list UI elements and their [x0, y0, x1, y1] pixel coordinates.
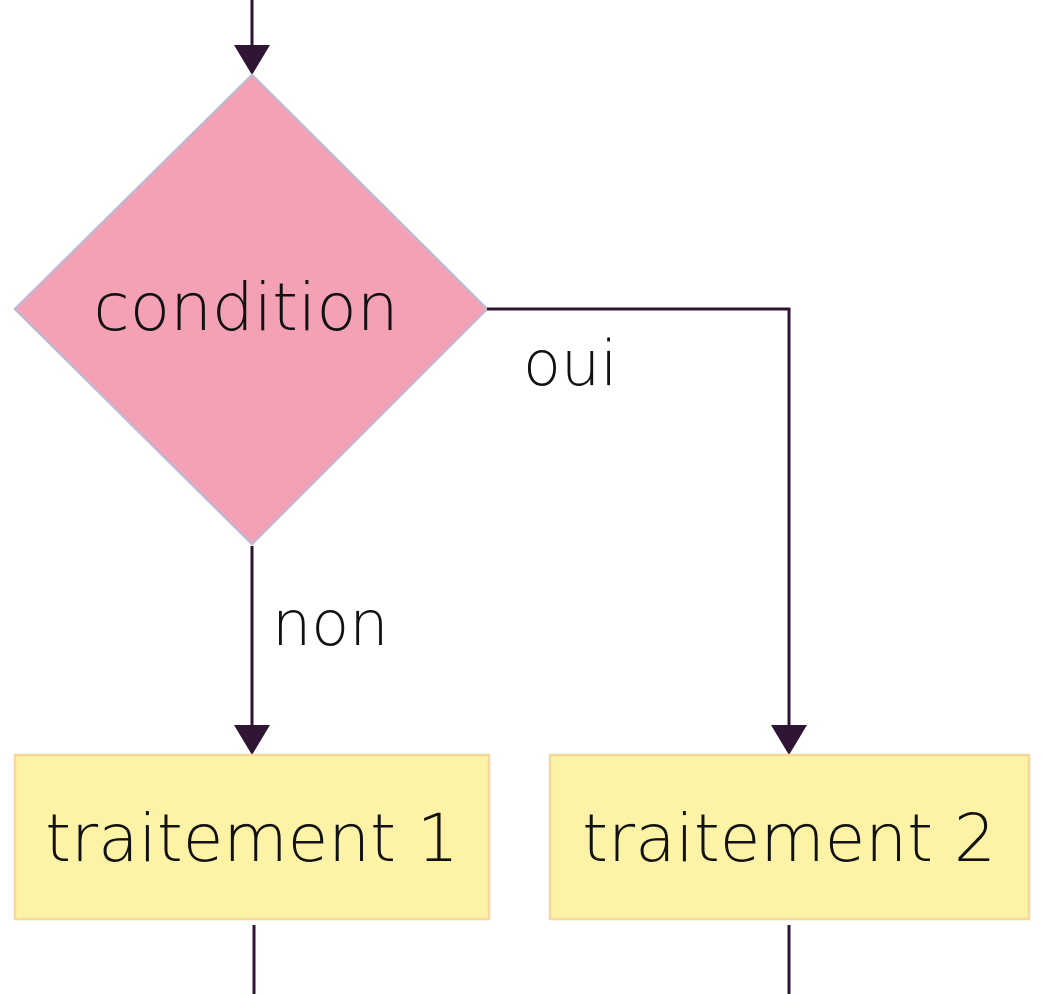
yes-arrowhead — [771, 725, 807, 755]
process-2-label: traitement 2 — [582, 800, 996, 877]
process-box-1 — [13, 753, 491, 921]
process-1-label: traitement 1 — [45, 800, 459, 877]
yes-connector — [487, 307, 791, 728]
no-arrowhead — [234, 725, 270, 755]
no-branch-label: non — [272, 587, 389, 660]
incoming-arrowhead — [234, 45, 270, 75]
yes-branch-label: oui — [523, 327, 617, 400]
process-box-2 — [548, 753, 1031, 921]
decision-diamond — [13, 73, 489, 546]
decision-label: condition — [93, 269, 398, 346]
